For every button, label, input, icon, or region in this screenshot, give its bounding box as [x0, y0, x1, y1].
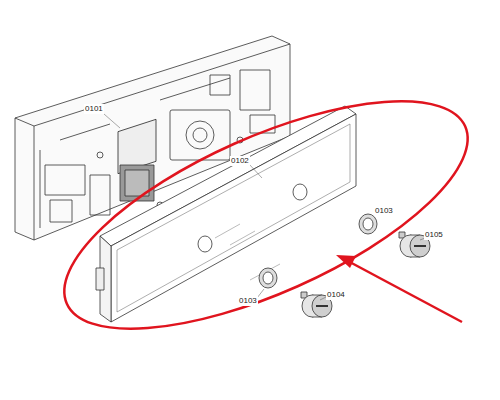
highlight-ellipse [35, 55, 497, 375]
callout-number: 0103 [374, 206, 394, 216]
callout-number: 0104 [326, 290, 346, 300]
leader-line [104, 114, 425, 300]
glass-panel [96, 106, 356, 322]
callout-number: 0102 [230, 156, 250, 166]
callout-number: 0105 [424, 230, 444, 240]
callout-number: 0103 [238, 296, 258, 306]
callout-number: 0101 [84, 104, 104, 114]
pointer-arrow [336, 255, 462, 322]
